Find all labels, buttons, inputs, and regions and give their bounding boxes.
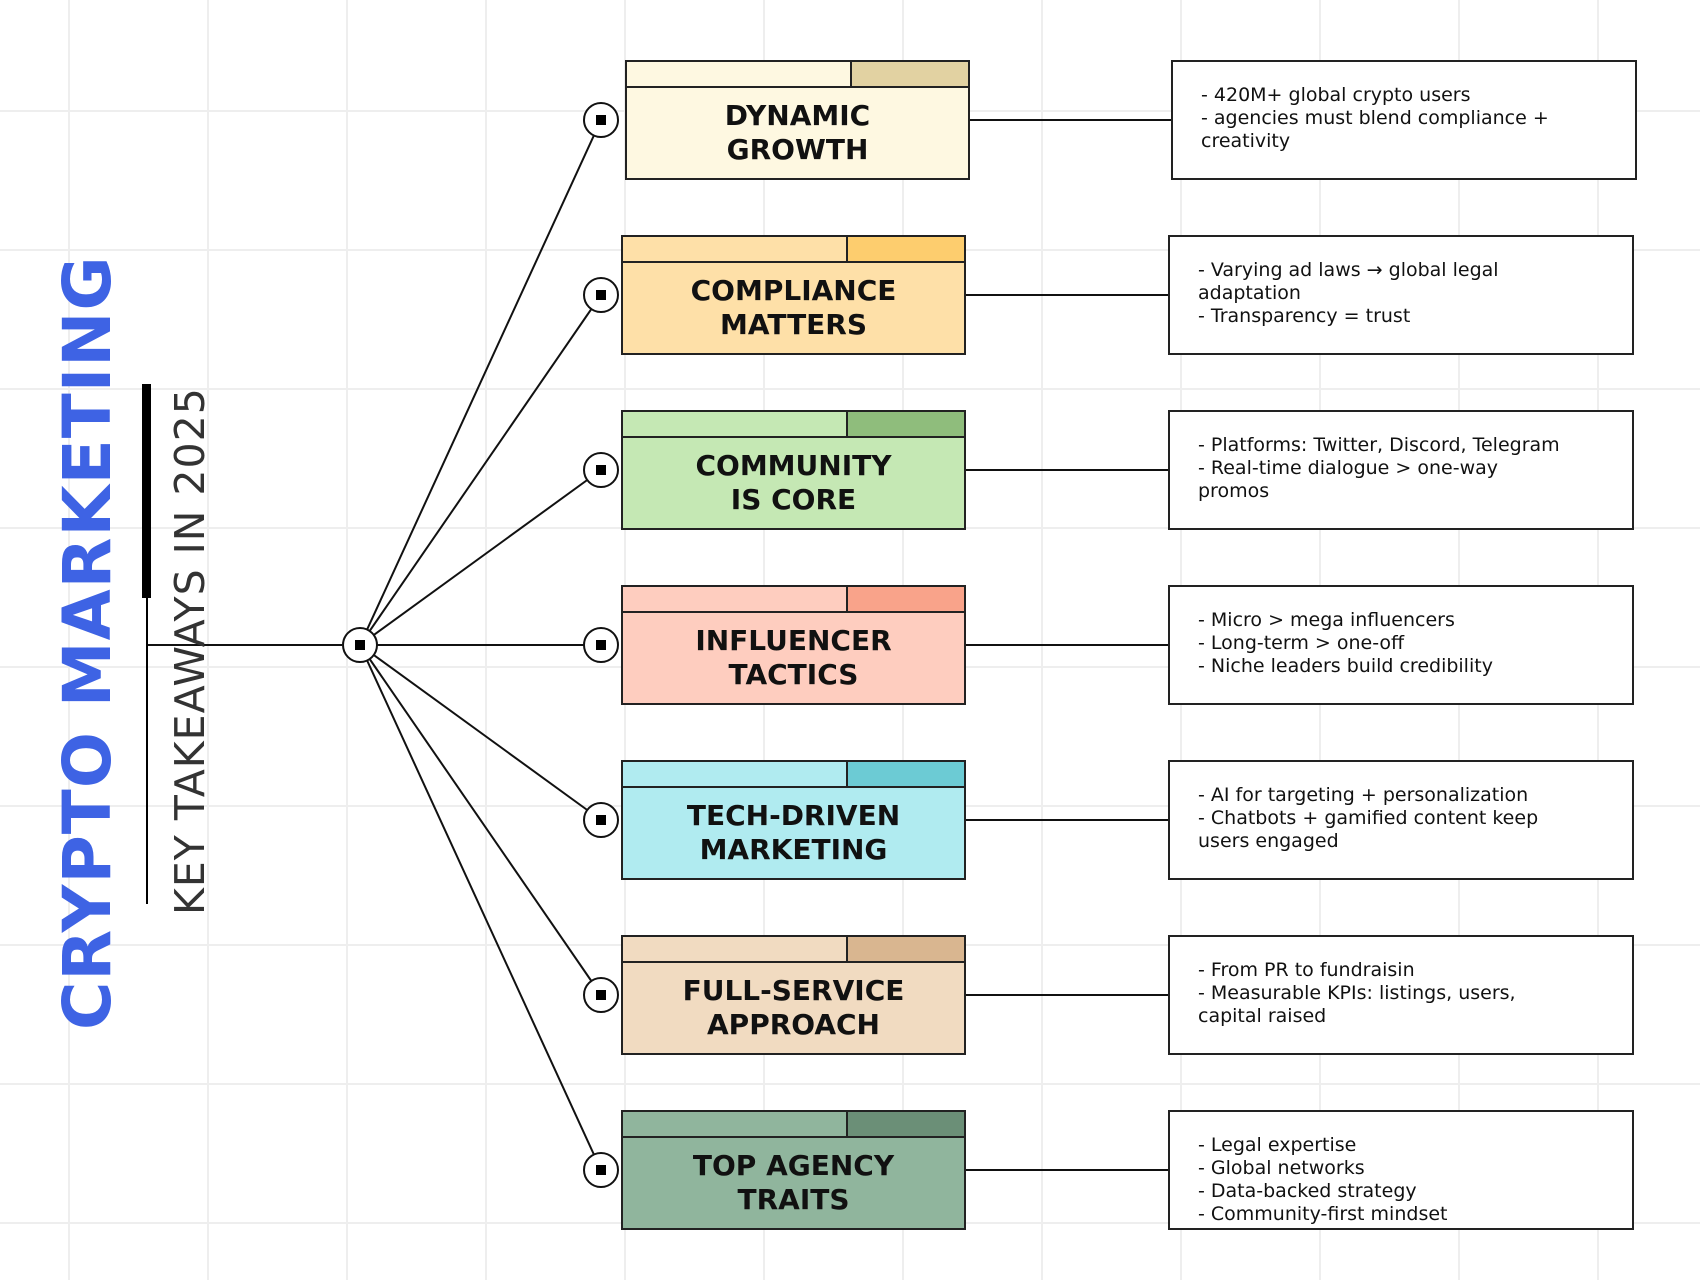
branch-card[interactable]: COMPLIANCE MATTERS bbox=[621, 235, 966, 355]
card-tab-accent bbox=[846, 762, 964, 786]
note-line: users engaged bbox=[1198, 830, 1339, 852]
title-divider-thick bbox=[142, 384, 151, 598]
card-tab bbox=[627, 62, 850, 86]
note-line: creativity bbox=[1201, 130, 1291, 152]
card-title: INFLUENCER TACTICS bbox=[695, 624, 892, 691]
branch-line bbox=[359, 469, 602, 646]
card-tab-accent bbox=[846, 412, 964, 436]
note-line: - Global networks bbox=[1198, 1157, 1365, 1179]
note-line: - AI for targeting + personalization bbox=[1198, 784, 1529, 806]
card-tab bbox=[623, 762, 846, 786]
card-tab bbox=[623, 937, 846, 961]
card-title: FULL-SERVICE APPROACH bbox=[682, 974, 905, 1041]
notes-box: - 420M+ global crypto users- agencies mu… bbox=[1171, 60, 1637, 180]
card-tab-strip bbox=[623, 1112, 964, 1138]
title-divider-thin bbox=[146, 598, 148, 904]
note-line: capital raised bbox=[1198, 1005, 1327, 1027]
branch-node[interactable] bbox=[583, 977, 619, 1013]
card-title: DYNAMIC GROWTH bbox=[724, 99, 871, 166]
branch-card[interactable]: DYNAMIC GROWTH bbox=[625, 60, 970, 180]
title-block: CRYPTO MARKETING KEY TAKEAWAYS IN 2025 bbox=[40, 255, 230, 1030]
note-line: - Community-first mindset bbox=[1198, 1203, 1448, 1225]
note-line: - Long-term > one-off bbox=[1198, 632, 1405, 654]
notes-box: - From PR to fundraisin- Measurable KPIs… bbox=[1168, 935, 1634, 1055]
note-line: - Micro > mega influencers bbox=[1198, 609, 1455, 631]
branch-card[interactable]: TECH-DRIVEN MARKETING bbox=[621, 760, 966, 880]
card-tab bbox=[623, 1112, 846, 1136]
branch-node[interactable] bbox=[583, 277, 619, 313]
notes-box: - AI for targeting + personalization- Ch… bbox=[1168, 760, 1634, 880]
note-line: - From PR to fundraisin bbox=[1198, 959, 1415, 981]
card-title: COMPLIANCE MATTERS bbox=[690, 274, 897, 341]
main-title: CRYPTO MARKETING bbox=[40, 255, 136, 1030]
note-line: promos bbox=[1198, 480, 1270, 502]
branch-node[interactable] bbox=[583, 1152, 619, 1188]
main-title-marketing: MARKETING bbox=[49, 255, 126, 708]
card-tab-accent bbox=[846, 1112, 964, 1136]
card-tab-accent bbox=[850, 62, 968, 86]
branch-line bbox=[359, 294, 602, 646]
note-line: - Transparency = trust bbox=[1198, 305, 1411, 327]
card-title: COMMUNITY IS CORE bbox=[695, 449, 892, 516]
main-title-crypto: CRYPTO bbox=[49, 707, 126, 1030]
card-tab-strip bbox=[627, 62, 968, 88]
card-tab-strip bbox=[623, 937, 964, 963]
note-line: adaptation bbox=[1198, 282, 1301, 304]
branch-card[interactable]: TOP AGENCY TRAITS bbox=[621, 1110, 966, 1230]
branch-line bbox=[359, 644, 602, 1171]
card-tab-accent bbox=[846, 237, 964, 261]
notes-box: - Micro > mega influencers- Long-term > … bbox=[1168, 585, 1634, 705]
note-line: - Niche leaders build credibility bbox=[1198, 655, 1493, 677]
note-line: - Varying ad laws → global legal bbox=[1198, 259, 1499, 281]
card-tab bbox=[623, 237, 846, 261]
card-tab-strip bbox=[623, 237, 964, 263]
note-line: - Legal expertise bbox=[1198, 1134, 1357, 1156]
branch-card[interactable]: COMMUNITY IS CORE bbox=[621, 410, 966, 530]
card-tab-accent bbox=[846, 937, 964, 961]
note-line: - agencies must blend compliance + bbox=[1201, 107, 1549, 129]
branch-node[interactable] bbox=[583, 802, 619, 838]
subtitle: KEY TAKEAWAYS IN 2025 bbox=[166, 387, 214, 915]
branch-line bbox=[359, 644, 602, 821]
card-tab-accent bbox=[846, 587, 964, 611]
card-title: TOP AGENCY TRAITS bbox=[692, 1149, 895, 1216]
card-title: TECH-DRIVEN MARKETING bbox=[686, 799, 901, 866]
note-line: - Real-time dialogue > one-way bbox=[1198, 457, 1498, 479]
card-tab bbox=[623, 587, 846, 611]
card-tab-strip bbox=[623, 762, 964, 788]
card-tab-strip bbox=[623, 412, 964, 438]
branch-card[interactable]: INFLUENCER TACTICS bbox=[621, 585, 966, 705]
branch-line bbox=[359, 119, 602, 646]
notes-box: - Platforms: Twitter, Discord, Telegram-… bbox=[1168, 410, 1634, 530]
branch-line bbox=[359, 644, 602, 996]
notes-box: - Legal expertise- Global networks- Data… bbox=[1168, 1110, 1634, 1230]
card-tab bbox=[623, 412, 846, 436]
branch-node[interactable] bbox=[583, 627, 619, 663]
branch-node[interactable] bbox=[583, 102, 619, 138]
note-line: - Platforms: Twitter, Discord, Telegram bbox=[1198, 434, 1560, 456]
note-line: - Data-backed strategy bbox=[1198, 1180, 1417, 1202]
card-tab-strip bbox=[623, 587, 964, 613]
note-line: - 420M+ global crypto users bbox=[1201, 84, 1471, 106]
note-line: - Chatbots + gamified content keep bbox=[1198, 807, 1539, 829]
note-line: - Measurable KPIs: listings, users, bbox=[1198, 982, 1516, 1004]
hub-node[interactable] bbox=[342, 627, 378, 663]
branch-node[interactable] bbox=[583, 452, 619, 488]
branch-card[interactable]: FULL-SERVICE APPROACH bbox=[621, 935, 966, 1055]
